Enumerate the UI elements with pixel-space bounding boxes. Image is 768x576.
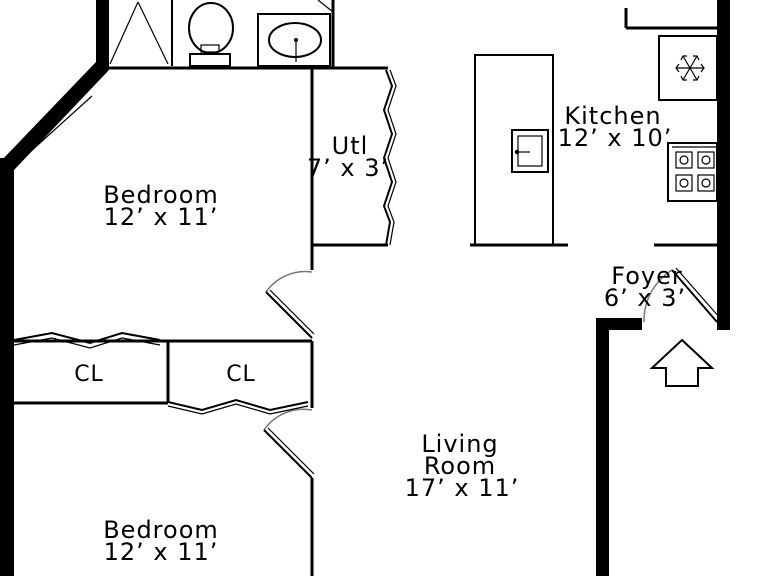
- closet-right-name: CL: [226, 362, 256, 387]
- sink-icon: [257, 0, 334, 67]
- foyer-size: 6’ x 3’: [604, 284, 686, 312]
- bedroom-bottom-size: 12’ x 11’: [104, 538, 219, 566]
- entry-arrow-icon: [649, 338, 715, 387]
- closet-bottom-folding-door: [167, 398, 309, 415]
- toilet-icon: [188, 2, 234, 67]
- bedroom-top-door: [265, 270, 315, 339]
- bedroom-bottom-name: Bedroom: [103, 516, 219, 544]
- kitchen-name: Kitchen: [564, 102, 661, 130]
- closet-top-folding-door: [13, 331, 161, 349]
- kitchen-size: 12’ x 10’: [558, 124, 673, 152]
- bedroom-top-size: 12’ x 11’: [104, 203, 219, 231]
- bedroom-top-name: Bedroom: [103, 181, 219, 209]
- living-name-line2: Room: [424, 452, 496, 480]
- shower-icon: [109, 0, 173, 66]
- diagonal-window: [21, 85, 93, 153]
- exterior-walls: [0, 0, 730, 576]
- utility-name: Utl: [332, 132, 369, 160]
- room-labels: Bedroom 12’ x 11’ Utl 7’ x 3’ Kitchen 12…: [74, 102, 686, 566]
- kitchen-island: [474, 54, 554, 246]
- snowflake-icon: [658, 35, 718, 101]
- entry-door: [643, 267, 721, 323]
- living-size: 17’ x 11’: [405, 474, 520, 502]
- utility-size: 7’ x 3’: [307, 154, 389, 182]
- utility-folding-door: [382, 69, 397, 246]
- stove-burner-icon: [667, 142, 718, 202]
- bedroom-bottom-door: [263, 408, 315, 479]
- closet-left-name: CL: [74, 362, 104, 387]
- foyer-name: Foyer: [611, 262, 682, 290]
- living-name-line1: Living: [421, 430, 498, 458]
